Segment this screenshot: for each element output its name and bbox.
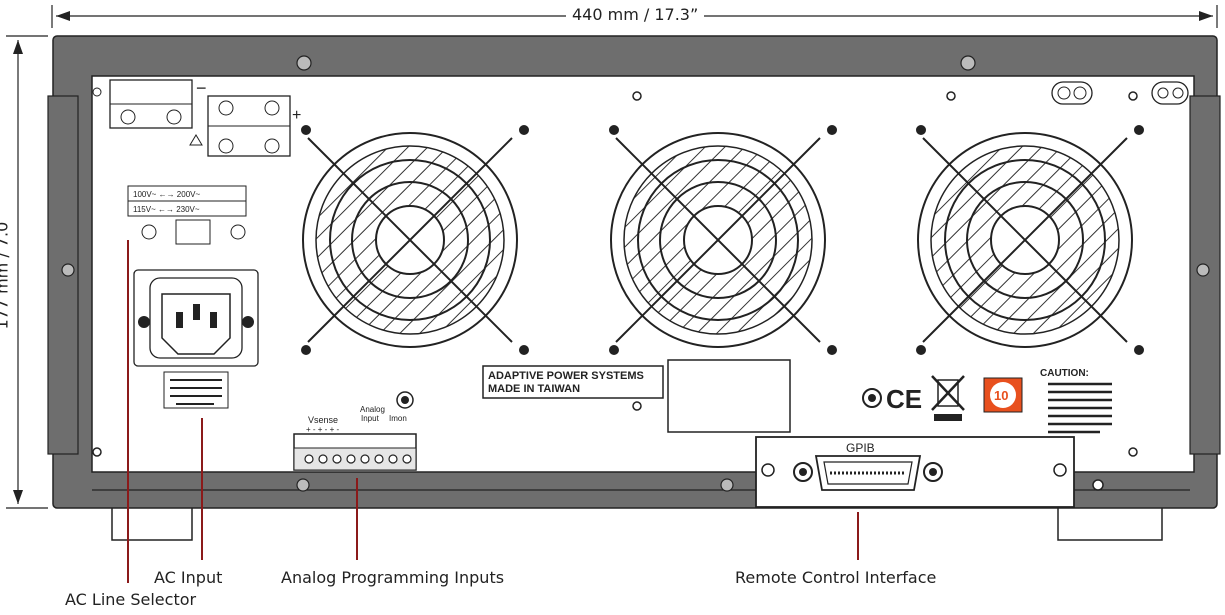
terminal-minus-label: −	[196, 78, 207, 98]
analog-input-label-1: Analog	[360, 405, 385, 414]
top-right-connectors	[1051, 81, 1189, 105]
callout-remote-control-interface: Remote Control Interface	[735, 568, 937, 587]
dc-output-terminals: − +	[92, 78, 301, 157]
terminal-polarity: + - + - + -	[306, 425, 339, 434]
fan-right	[916, 125, 1144, 355]
height-dimension-label: 177 mm / 7.0”	[0, 207, 12, 336]
gpib-label: GPIB	[846, 441, 875, 455]
callout-analog-programming-inputs: Analog Programming Inputs	[281, 568, 505, 587]
feet	[111, 508, 1163, 541]
manufacturer-line-1: ADAPTIVE POWER SYSTEMS	[488, 370, 644, 382]
imon-label: Imon	[389, 414, 407, 423]
callout-ac-input: AC Input	[154, 568, 223, 587]
terminal-plus-label: +	[292, 107, 301, 124]
analog-input-label-2: Input	[361, 414, 380, 423]
recycle-badge-text: 10	[994, 388, 1008, 403]
ac-line-selector: 100V~ ←→ 200V~ 115V~ ←→ 230V~	[127, 185, 247, 245]
manufacturer-label: ADAPTIVE POWER SYSTEMS MADE IN TAIWAN	[482, 359, 791, 433]
height-dimension	[6, 35, 48, 509]
panel-screws	[92, 91, 1138, 457]
voltage-row-2: 115V~ ←→ 230V~	[133, 205, 200, 214]
voltage-row-1: 100V~ ←→ 200V~	[133, 190, 200, 199]
callout-lines	[127, 240, 859, 583]
gpib-card: GPIB	[755, 436, 1104, 508]
compliance-marks: CE 10 CAUTION:	[862, 368, 1112, 434]
fan-left	[301, 125, 529, 355]
vsense-label: Vsense	[308, 415, 338, 425]
fan-center	[609, 125, 837, 355]
width-dimension-label: 440 mm / 17.3”	[566, 5, 705, 24]
ac-input-socket	[133, 269, 259, 409]
callout-ac-line-selector: AC Line Selector	[65, 590, 197, 609]
caution-heading: CAUTION:	[1040, 368, 1089, 379]
manufacturer-line-2: MADE IN TAIWAN	[488, 383, 580, 395]
analog-terminal-block: Vsense Analog Input Imon + - + - + -	[293, 391, 417, 471]
ce-mark: CE	[886, 384, 922, 414]
